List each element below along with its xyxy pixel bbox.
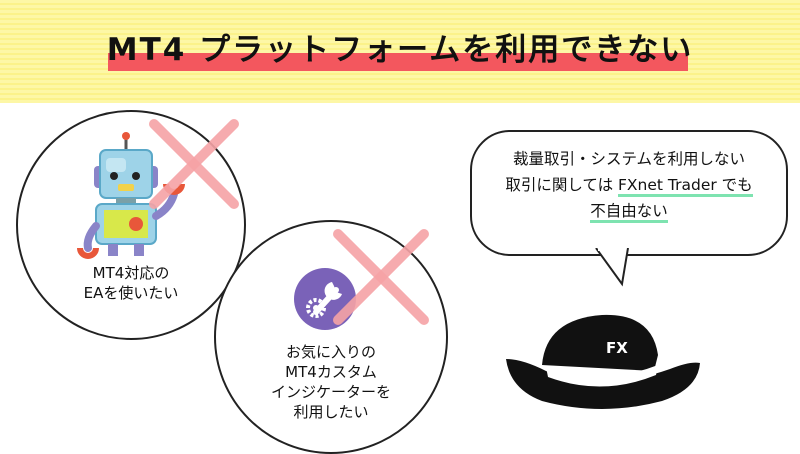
indicator-label: お気に入りの MT4カスタム インジケーターを 利用したい	[270, 343, 391, 421]
cross-mark-icon	[149, 119, 239, 209]
speech-bubble-tail	[595, 248, 629, 287]
highlight-text: FXnet Trader でも	[618, 176, 753, 197]
title-container: MT4 プラットフォームを利用できない	[0, 24, 800, 69]
indicator-circle	[214, 220, 448, 454]
ea-label: MT4対応の EAを使いたい	[83, 264, 179, 302]
speech-line-3: 不自由ない	[470, 198, 788, 224]
hat-label: FX	[606, 339, 628, 357]
hat-icon: FX	[506, 314, 700, 409]
cross-mark-icon	[333, 229, 429, 325]
highlight-text: 不自由ない	[590, 202, 668, 223]
page-title: MT4 プラットフォームを利用できない	[106, 32, 694, 68]
robot-icon	[77, 132, 185, 259]
speech-text: 裁量取引・システムを利用しない 取引に関しては FXnet Trader でも …	[470, 146, 788, 224]
speech-bubble	[470, 130, 788, 256]
speech-line-2: 取引に関しては FXnet Trader でも	[470, 172, 788, 198]
speech-line-1: 裁量取引・システムを利用しない	[512, 150, 746, 168]
header-banner	[0, 0, 800, 103]
title-underline	[108, 53, 688, 71]
